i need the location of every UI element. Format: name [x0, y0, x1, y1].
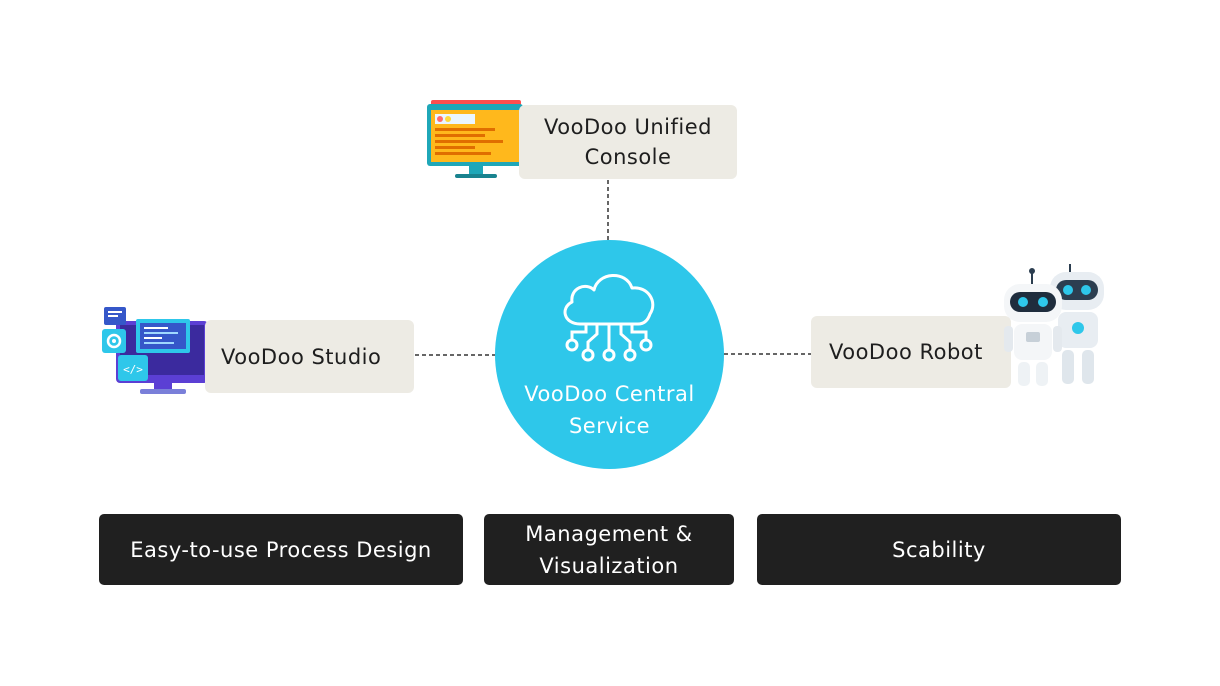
monitor-console-icon: [427, 100, 523, 178]
feature-management-line2: Visualization: [539, 553, 679, 578]
studio-devices-icon: </>: [102, 307, 208, 394]
feature-management-visualization: Management & Visualization: [484, 514, 734, 585]
hub-label-line2: Service: [568, 414, 651, 438]
voodoo-robot-node: VooDoo Robot: [811, 316, 1011, 388]
feature-process-design: Easy-to-use Process Design: [99, 514, 463, 585]
studio-label: VooDoo Studio: [221, 344, 382, 369]
feature-process-design-label: Easy-to-use Process Design: [130, 537, 432, 562]
cloud-network-icon: [563, 274, 655, 362]
voodoo-unified-console-node: VooDoo Unified Console: [519, 105, 737, 179]
robot-icon: [1004, 264, 1104, 386]
robot-label: VooDoo Robot: [829, 340, 983, 364]
console-label-line1: VooDoo Unified: [544, 115, 712, 139]
hub-label-line1: VooDoo Central: [524, 382, 695, 406]
feature-scalability-label: Scability: [892, 537, 986, 562]
console-label-line2: Console: [584, 145, 672, 169]
voodoo-central-service-hub: VooDoo Central Service: [495, 240, 724, 469]
feature-scalability: Scability: [757, 514, 1121, 585]
svg-text:</>: </>: [123, 363, 143, 376]
feature-management-line1: Management &: [525, 521, 693, 546]
voodoo-studio-node: VooDoo Studio: [205, 320, 414, 393]
